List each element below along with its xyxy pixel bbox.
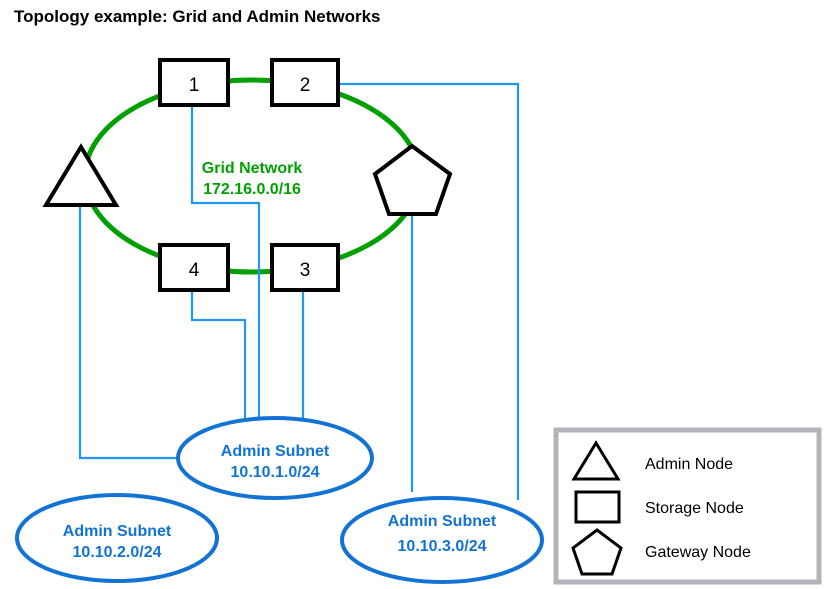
admin-subnet-1[interactable] [176, 416, 374, 500]
admin-subnet-1-cidr: 10.10.1.0/24 [231, 464, 320, 481]
storage-node-2-label: 2 [300, 75, 311, 96]
storage-node-1[interactable] [158, 58, 230, 107]
admin-subnet-3-cidr: 10.10.3.0/24 [398, 538, 487, 555]
admin-subnet-1-name: Admin Subnet [221, 443, 330, 460]
storage-node-1-label: 1 [189, 75, 200, 96]
admin-subnet-3-name: Admin Subnet [388, 513, 497, 530]
admin-subnet-2-cidr: 10.10.2.0/24 [73, 544, 162, 561]
legend-label-gateway-node: Gateway Node [645, 544, 751, 561]
legend-rectangle-icon [574, 490, 621, 524]
storage-node-4-label: 4 [189, 260, 200, 281]
link-node2-to-subnet3 [338, 82, 520, 500]
storage-node-3[interactable] [270, 243, 340, 292]
legend-label-admin-node: Admin Node [645, 456, 733, 473]
storage-node-4[interactable] [158, 243, 230, 292]
gateway-node-pentagon[interactable] [372, 143, 453, 216]
admin-node-triangle[interactable] [42, 143, 120, 207]
page-title: Topology example: Grid and Admin Network… [14, 7, 381, 26]
link-node4-to-subnet1 [190, 290, 247, 482]
admin-subnet-3[interactable] [340, 496, 544, 584]
grid-network-cidr: 172.16.0.0/16 [203, 181, 301, 198]
admin-subnet-2[interactable] [15, 493, 219, 583]
link-node1-to-subnet1 [190, 105, 261, 484]
storage-node-3-label: 3 [300, 260, 311, 281]
legend-pentagon-icon [571, 528, 623, 576]
legend-triangle-icon [571, 440, 621, 481]
grid-network-name: Grid Network [202, 160, 303, 177]
storage-node-2[interactable] [270, 58, 340, 107]
admin-subnet-2-name: Admin Subnet [63, 523, 172, 540]
link-adminnode-to-subnet1 [78, 205, 183, 460]
legend-label-storage-node: Storage Node [645, 500, 744, 517]
